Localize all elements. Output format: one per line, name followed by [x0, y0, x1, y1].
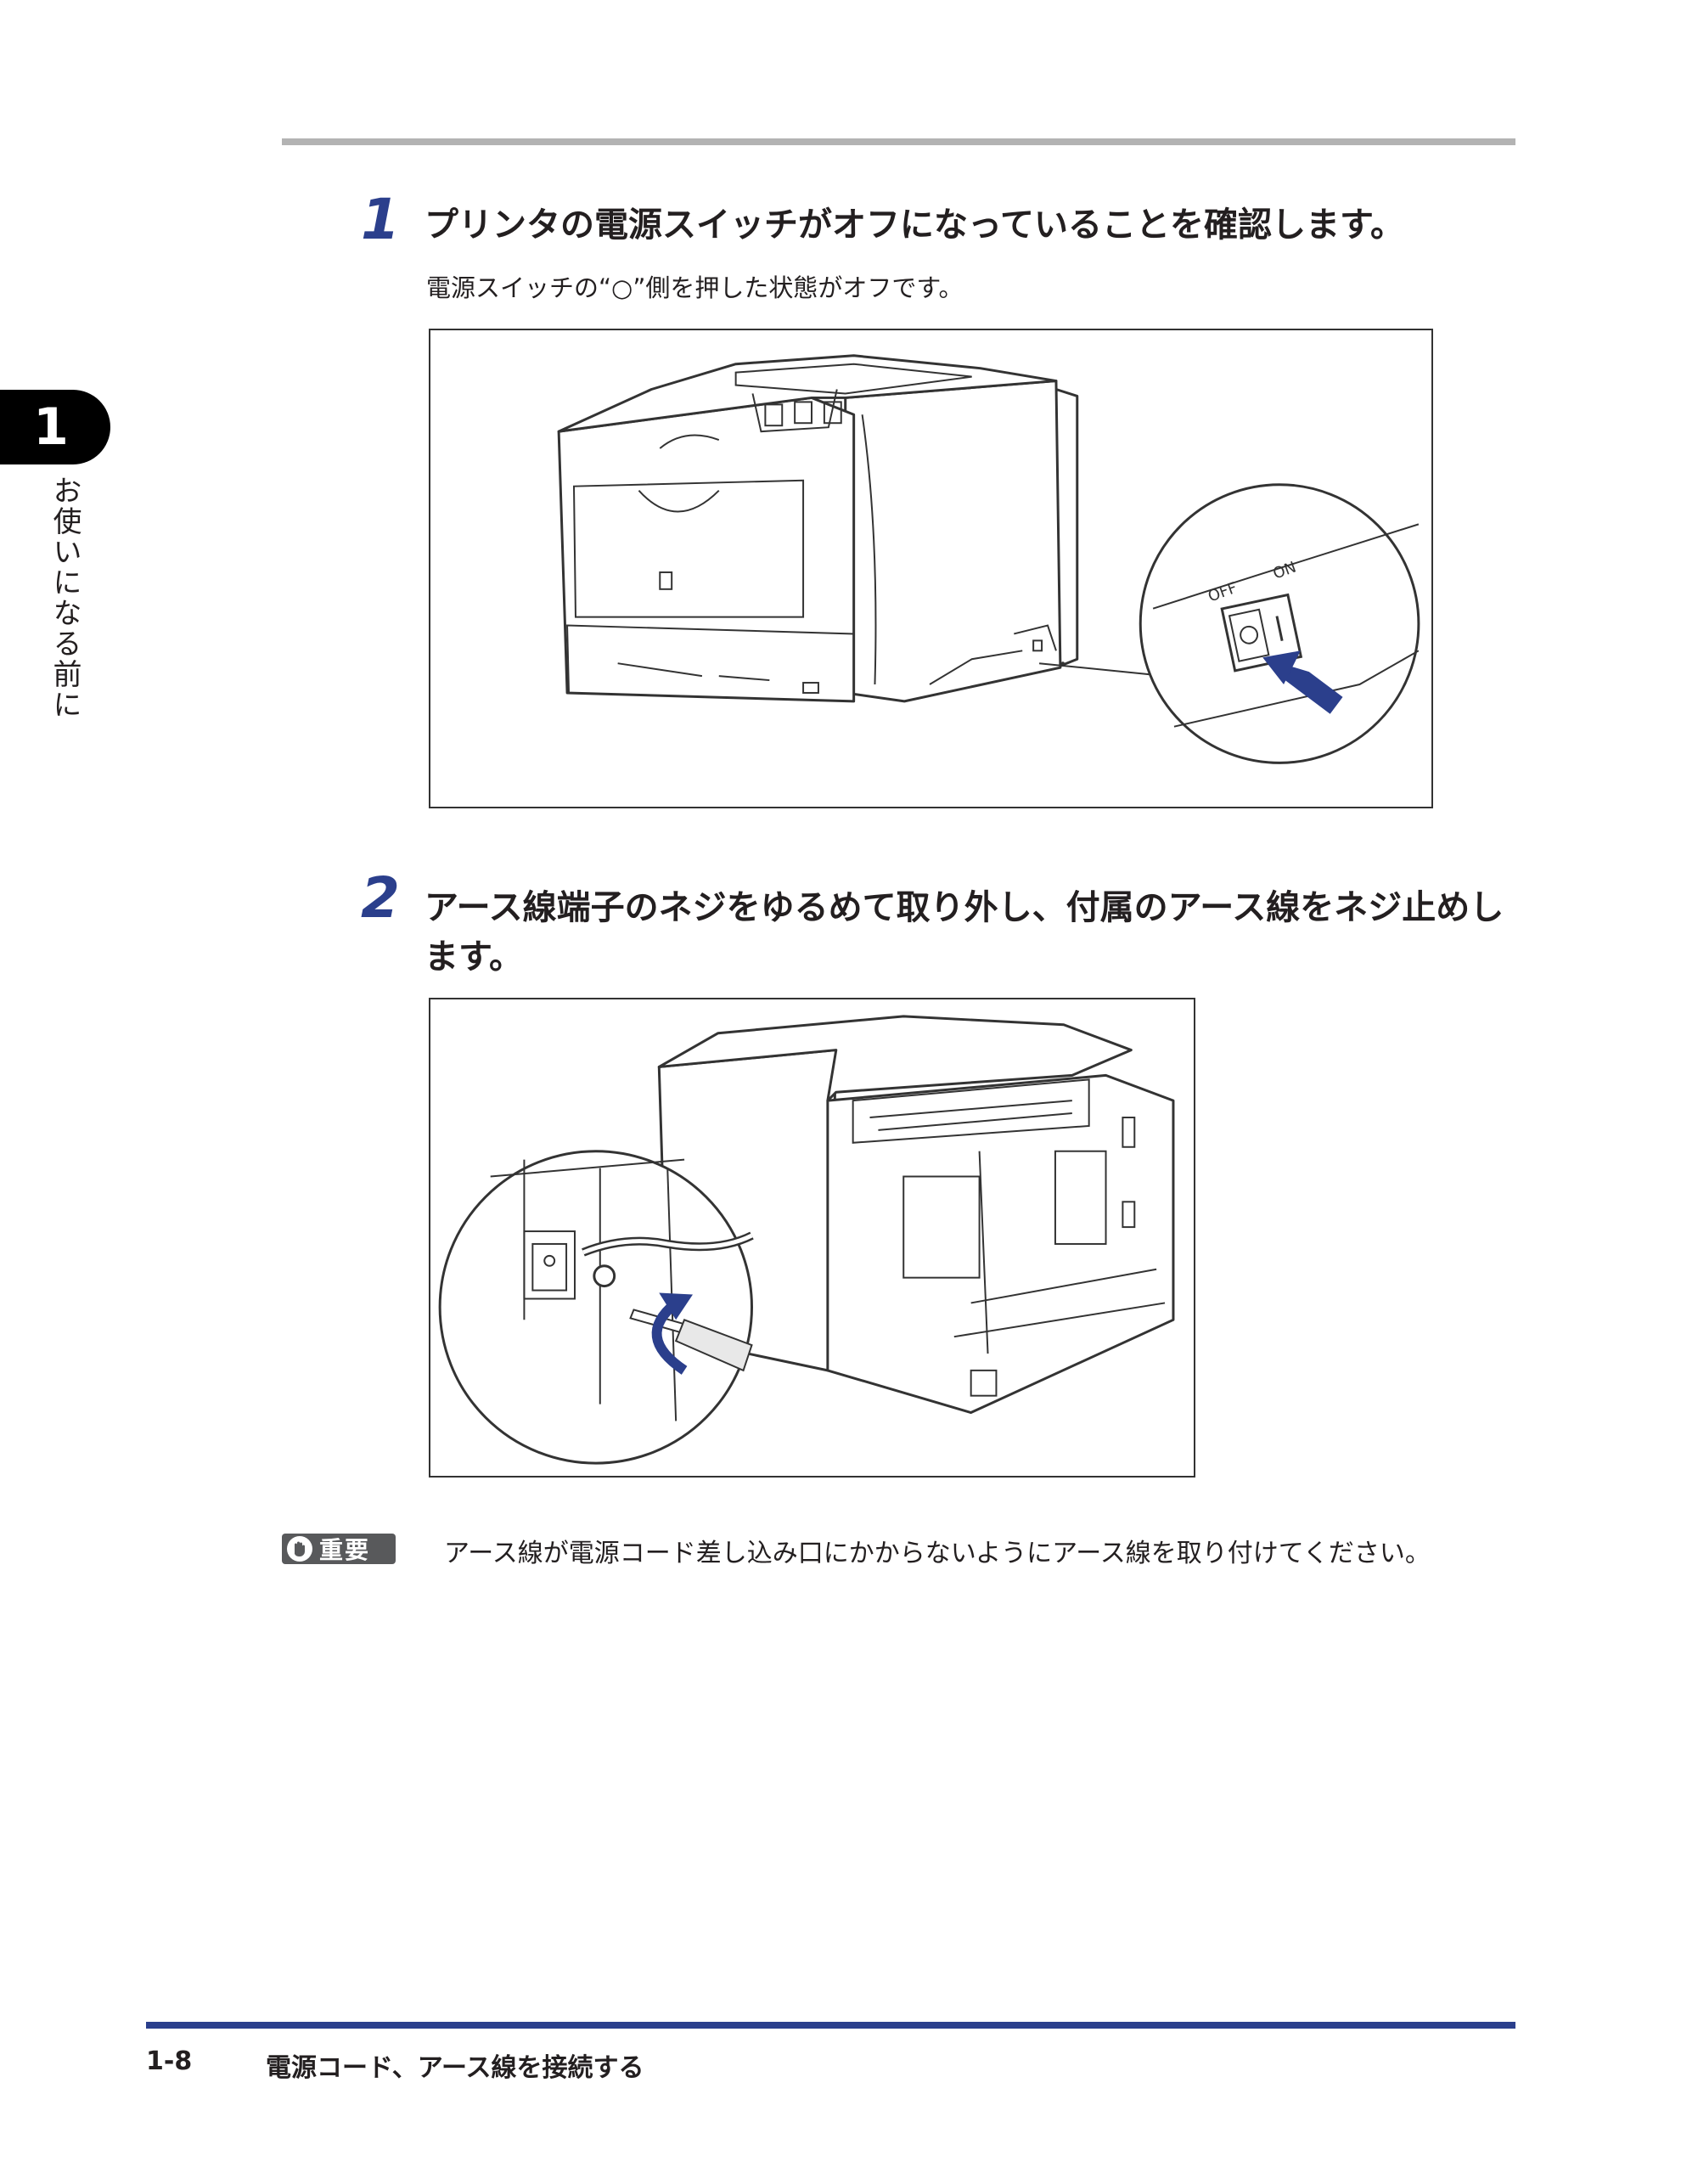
printer-rear-figure: [429, 998, 1195, 1478]
top-rule: [282, 138, 1515, 145]
page-number: 1-8: [146, 2046, 193, 2076]
important-text: アース線が電源コード差し込み口にかからないようにアース線を取り付けてください。: [444, 1539, 1431, 1568]
footer-title: 電源コード、アース線を接続する: [266, 2053, 644, 2083]
important-label: 重要: [319, 1536, 371, 1564]
step-2-number: 2: [361, 865, 400, 931]
footer-rule: [146, 2022, 1515, 2029]
step-2-title-line-2: ます。: [424, 937, 523, 977]
chapter-side-title: お使いになる前に: [48, 476, 82, 720]
step-1-description: 電源スイッチの“○”側を押した状態がオフです。: [426, 273, 964, 302]
hand-stop-icon: [287, 1536, 312, 1562]
printer-front-figure: OFF ON: [429, 329, 1433, 808]
printer-rear-illustration: [438, 1015, 1175, 1465]
printer-front-illustration: OFF ON: [557, 354, 1420, 764]
chapter-number: 1: [33, 397, 69, 457]
rotate-arrow-icon: [651, 1298, 688, 1375]
important-badge: 重要: [282, 1534, 396, 1564]
chapter-tab: 1: [0, 390, 110, 464]
step-1-title: プリンタの電源スイッチがオフになっていることを確認します。: [424, 205, 1404, 245]
step-1-number: 1: [361, 187, 400, 252]
step-2-title-line-1: アース線端子のネジをゆるめて取り外し、付属のアース線をネジ止めし: [424, 888, 1504, 927]
